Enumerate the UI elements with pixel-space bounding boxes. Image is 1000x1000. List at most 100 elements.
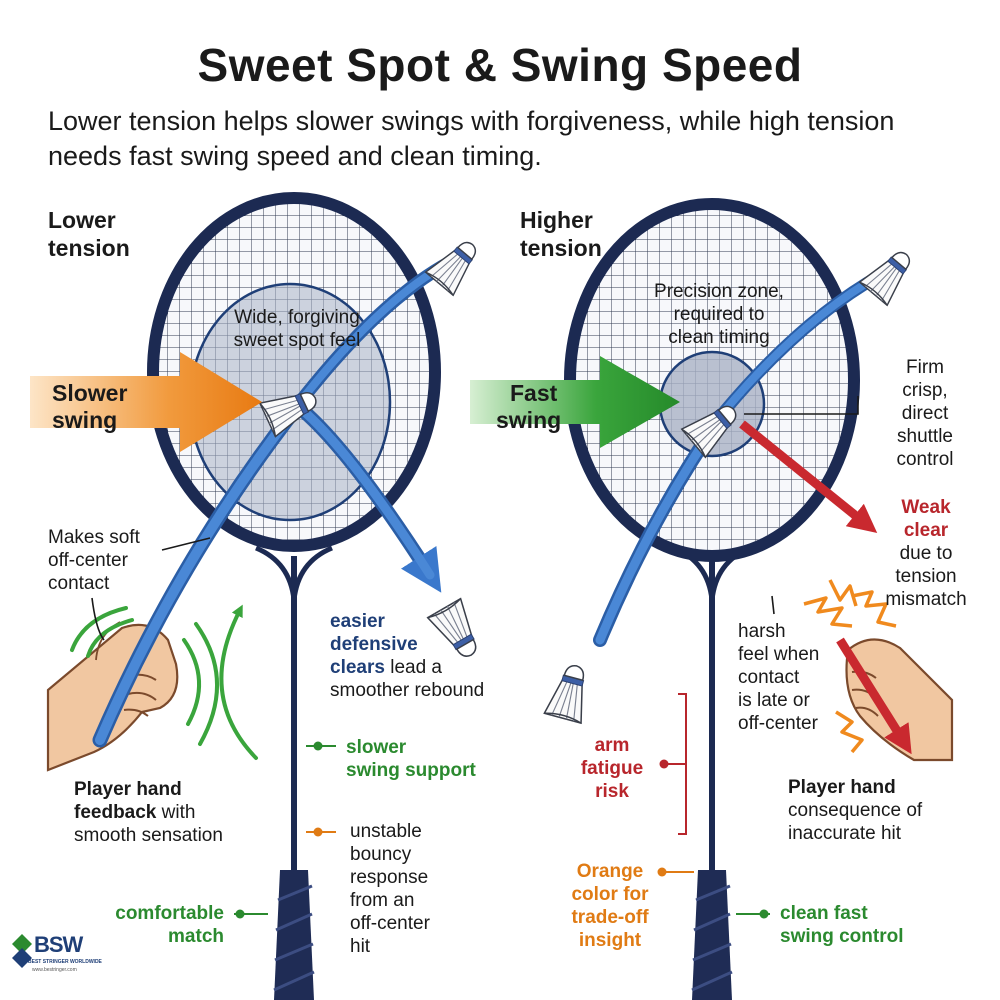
support-line1: slower	[346, 737, 407, 758]
left-offcenter-label: Makes soft off-center contact	[48, 526, 140, 595]
weak-line5: mismatch	[885, 589, 967, 610]
logo-mark-shape	[12, 934, 32, 968]
weak-line3: due to	[899, 543, 953, 564]
arm-line1: arm	[594, 735, 630, 756]
logo-tagline: BEST STRINGER WORLDWIDE	[28, 959, 102, 965]
firm-line4: shuttle	[897, 426, 953, 447]
unstable-line3: response	[350, 867, 429, 888]
page-subtitle: Lower tension helps slower swings with f…	[48, 106, 895, 171]
firm-line5: control	[896, 449, 954, 470]
arm-fatigue-label: arm fatigue risk	[572, 734, 652, 803]
right-leaders	[744, 396, 859, 615]
left-defensive-line4: smoother rebound	[330, 680, 485, 701]
left-offcenter-line3: contact	[48, 573, 110, 594]
logo-name: BSW	[34, 932, 83, 957]
slower-swing-label: Slower swing	[52, 380, 127, 434]
firm-line1: Firm	[906, 357, 944, 378]
harsh-line2: feel when	[738, 644, 820, 665]
shock-burst	[803, 579, 897, 754]
left-hand-with: with	[161, 802, 196, 823]
precision-line2: required to	[673, 304, 765, 325]
slower-swing-line1: Slower	[52, 380, 128, 406]
clean-fast-swing-control-label: clean fast swing control	[780, 902, 904, 948]
unstable-line4: from an	[350, 890, 415, 911]
fast-swing-arrow	[470, 356, 680, 448]
left-hand-label: Player hand feedback with smooth sensati…	[74, 778, 223, 847]
right-hand-line1: Player hand	[788, 777, 896, 798]
left-sweet-spot-label: Wide, forgiving sweet spot feel	[212, 306, 382, 352]
left-hand-line2: feedback with	[74, 801, 223, 824]
slower-swing-support-label: slower swing support	[346, 736, 476, 782]
orange-line2: color for	[571, 884, 649, 905]
left-hand-line1: Player hand	[74, 779, 182, 800]
left-panel-heading: Lower tension	[48, 206, 130, 262]
support-line2: swing support	[346, 760, 476, 781]
left-heading-line1: Lower	[48, 207, 116, 233]
left-offcenter-line2: off-center	[48, 550, 128, 571]
precision-line3: clean timing	[668, 327, 770, 348]
arm-fatigue-bracket	[659, 693, 687, 835]
arm-line2: fatigue	[580, 758, 644, 779]
slower-swing-arrow	[30, 352, 262, 452]
right-hand-line2: consequence of	[788, 800, 923, 821]
left-feedback-waves	[70, 604, 258, 760]
bsw-logo: BSW BEST STRINGER WORLDWIDE www.bestring…	[8, 930, 102, 980]
comfortable-match-label: comfortable match	[70, 902, 224, 948]
comfort-line1: comfortable	[115, 903, 224, 924]
slower-swing-line2: swing	[52, 407, 118, 433]
comfort-line2: match	[168, 926, 224, 947]
firm-line2: crisp,	[902, 380, 948, 401]
page-title: Sweet Spot & Swing Speed	[197, 39, 803, 91]
precision-line1: Precision zone,	[654, 281, 784, 302]
harsh-line3: contact	[738, 667, 800, 688]
left-offcenter-line1: Makes soft	[48, 527, 140, 548]
right-hand-line3: inaccurate hit	[788, 823, 902, 844]
orange-insight-label: Orange color for trade-off insight	[560, 860, 660, 952]
right-shuttle-lower	[543, 660, 596, 724]
left-defensive-label: easier defensive clears lead a smoother …	[330, 610, 510, 702]
arm-line3: risk	[595, 781, 629, 802]
right-hand-shock-arrow	[836, 637, 912, 755]
fast-swing-line1: Fast	[510, 380, 558, 406]
left-leaders	[91, 537, 211, 641]
harsh-line4: is late or	[738, 690, 810, 711]
left-sweet-spot-line2: sweet spot feel	[233, 330, 361, 351]
weak-line2: clear	[903, 520, 949, 541]
harsh-line5: off-center	[738, 713, 818, 734]
left-racket-frame	[147, 192, 441, 552]
right-racket-handle	[692, 870, 732, 1000]
left-racket-handle	[274, 870, 314, 1000]
right-hand-label: Player hand consequence of inaccurate hi…	[788, 776, 922, 845]
unstable-response-label: unstable bouncy response from an off-cen…	[350, 820, 430, 958]
fast-swing-label: Fast swing	[496, 380, 561, 434]
right-bullets	[657, 867, 770, 919]
control-line1: clean fast	[780, 903, 868, 924]
orange-line1: Orange	[576, 861, 644, 882]
fast-swing-line2: swing	[496, 407, 562, 433]
left-defensive-line3: clears lead a	[330, 656, 510, 679]
firm-line3: direct	[901, 403, 949, 424]
right-heading-line1: Higher	[520, 207, 593, 233]
orange-line3: trade-off	[571, 907, 649, 928]
right-heading-line2: tension	[520, 235, 602, 261]
logo-url: www.bestringer.com	[32, 967, 77, 973]
control-line2: swing control	[780, 926, 904, 947]
left-hand-line3: smooth sensation	[74, 825, 223, 846]
orange-line4: insight	[578, 930, 642, 951]
unstable-line6: hit	[350, 936, 371, 957]
unstable-line1: unstable	[350, 821, 422, 842]
left-defensive-line1: easier	[330, 611, 385, 632]
harsh-line1: harsh	[738, 621, 786, 642]
left-defensive-clears: clears	[330, 657, 385, 678]
left-defensive-lead: lead a	[390, 657, 443, 678]
weak-line4: tension	[895, 566, 957, 587]
unstable-line2: bouncy	[350, 844, 412, 865]
right-shuttle-incoming	[858, 242, 921, 307]
weak-line1: Weak	[901, 497, 951, 518]
weak-clear-arrow	[739, 420, 878, 534]
left-heading-line2: tension	[48, 235, 130, 261]
firm-control-label: Firm crisp, direct shuttle control	[880, 356, 970, 471]
left-defensive-line2: defensive	[330, 634, 418, 655]
precision-zone-label: Precision zone, required to clean timing	[634, 280, 804, 349]
